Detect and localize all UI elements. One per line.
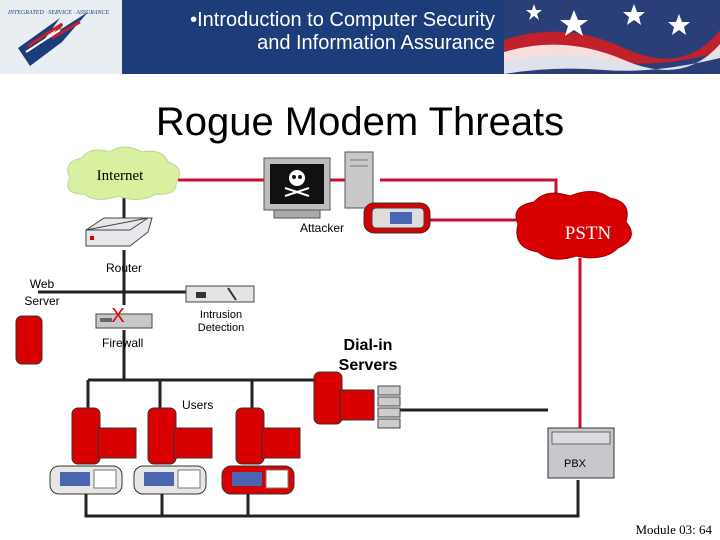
web-server-label-2: Server bbox=[24, 294, 59, 308]
flag-image bbox=[504, 0, 720, 74]
web-server-label-1: Web bbox=[30, 277, 55, 291]
logo: INTEGRATED · SERVICE · ASSURANCE bbox=[0, 0, 122, 74]
ids-label-1: Intrusion bbox=[200, 309, 242, 321]
header-banner: INTEGRATED · SERVICE · ASSURANCE •Introd… bbox=[0, 0, 720, 74]
dialin-label-2: Servers bbox=[339, 357, 398, 374]
web-server: Web Server bbox=[15, 277, 60, 365]
internet-label: Internet bbox=[97, 168, 144, 184]
pbx: PBX bbox=[547, 427, 615, 479]
modem-bank bbox=[377, 385, 401, 429]
slide-number: Module 03: 64 bbox=[635, 522, 712, 537]
pstn-cloud: PSTN bbox=[515, 191, 632, 260]
router-label: Router bbox=[106, 261, 142, 275]
pstn-label: PSTN bbox=[565, 223, 612, 244]
link-phones-pbx bbox=[84, 480, 580, 518]
header-band bbox=[122, 0, 504, 74]
dialin-servers: Dial-in Servers bbox=[313, 337, 401, 429]
dark-links bbox=[38, 192, 580, 518]
user-workstation-2 bbox=[133, 407, 213, 495]
router: Router bbox=[85, 217, 153, 275]
intrusion-detection: Intrusion Detection bbox=[185, 285, 255, 334]
firewall-x-mark: X bbox=[111, 305, 124, 327]
pbx-label: PBX bbox=[564, 458, 587, 470]
users-label: Users bbox=[182, 398, 213, 412]
svg-text:INTEGRATED · SERVICE · ASSURAN: INTEGRATED · SERVICE · ASSURANCE bbox=[7, 10, 110, 16]
user-workstation-1 bbox=[49, 407, 137, 495]
page-title: Rogue Modem Threats bbox=[155, 100, 565, 144]
link-attacker-pstn bbox=[380, 178, 558, 205]
attacker-tower bbox=[344, 151, 374, 209]
firewall: X Firewall bbox=[95, 305, 153, 350]
user-workstation-3 bbox=[221, 407, 301, 495]
ids-label-2: Detection bbox=[198, 322, 244, 334]
attacker-computer: Attacker bbox=[263, 151, 431, 235]
dialin-label-1: Dial-in bbox=[344, 337, 393, 354]
attacker-label: Attacker bbox=[300, 221, 344, 235]
header-line-1: •Introduction to Computer Security bbox=[190, 9, 495, 31]
header-line-2: and Information Assurance bbox=[257, 32, 495, 54]
skull-icon bbox=[284, 170, 310, 197]
firewall-label: Firewall bbox=[102, 336, 143, 350]
internet-cloud: Internet bbox=[67, 146, 181, 200]
